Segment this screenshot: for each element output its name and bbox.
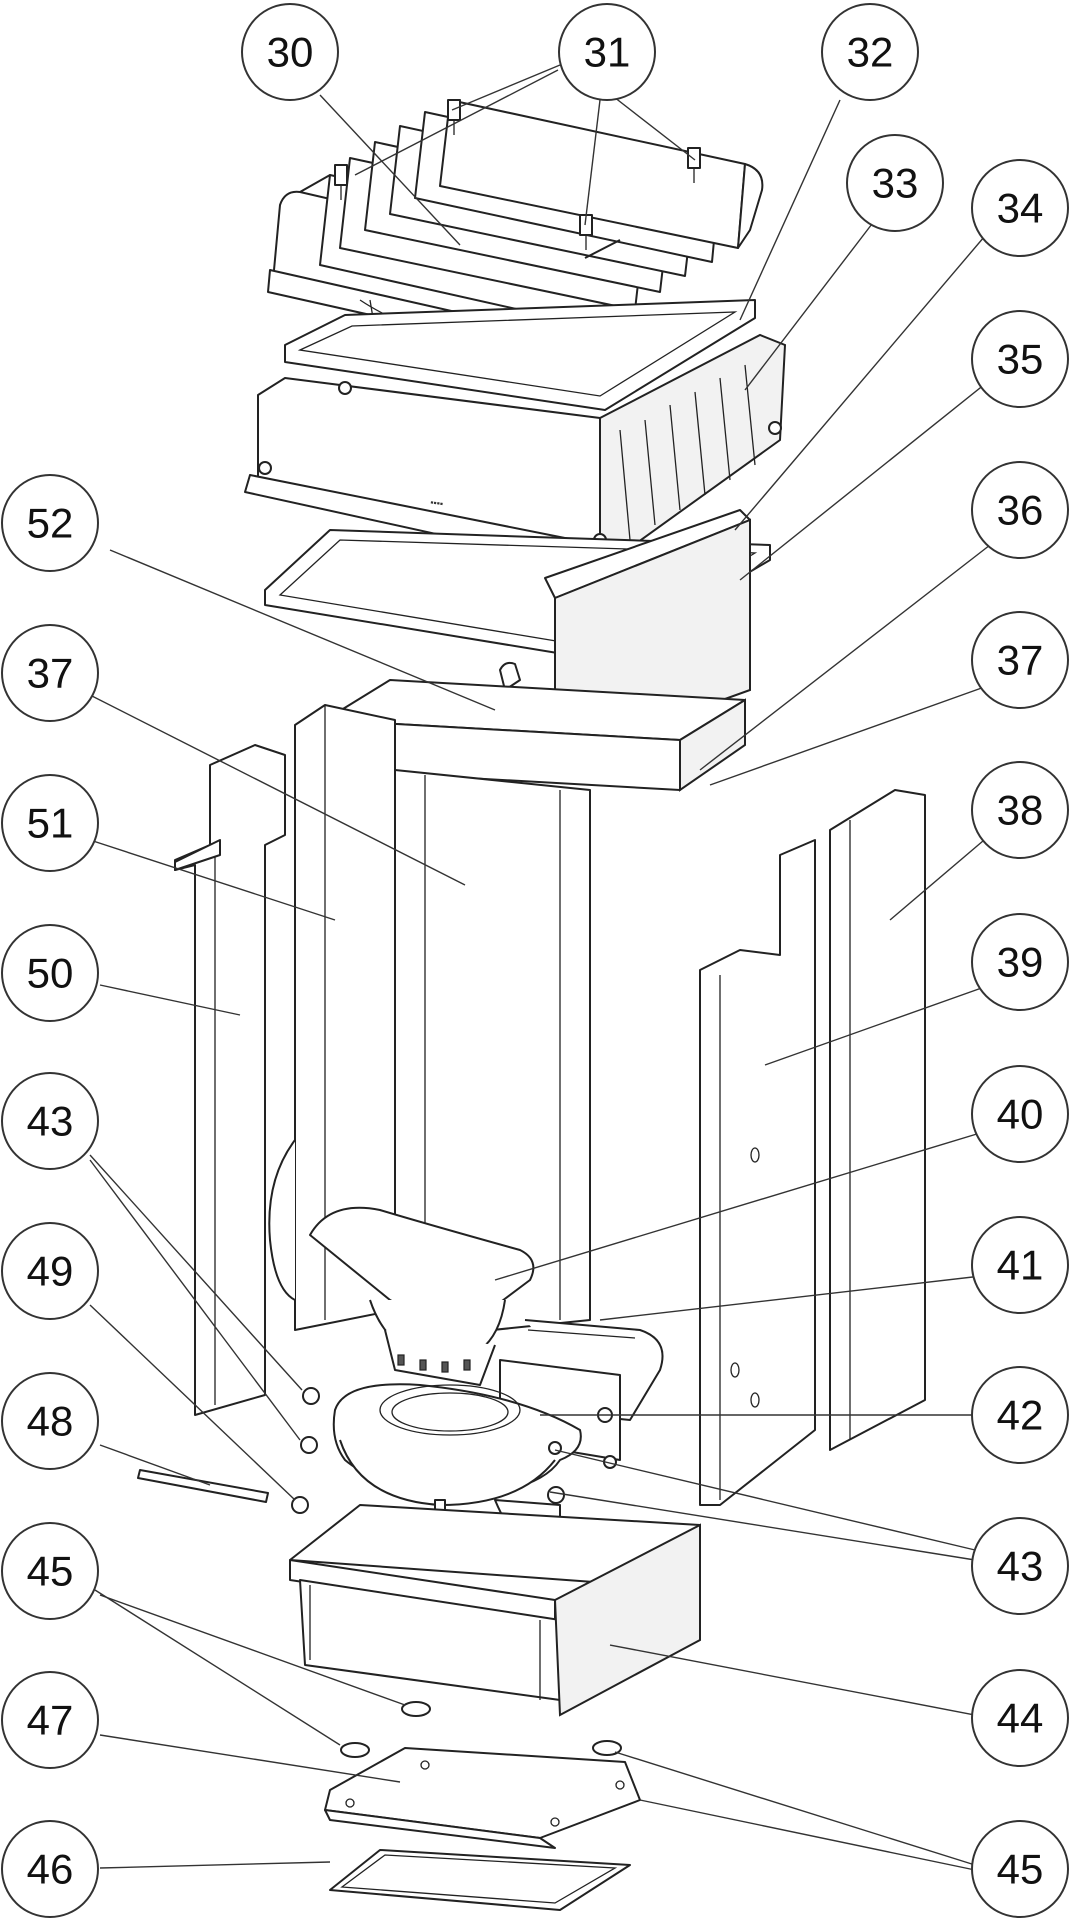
callout-44: 44 [971,1669,1069,1767]
svg-text:34: 34 [997,185,1044,232]
callout-47: 47 [1,1671,99,1769]
callout-31: 31 [558,3,656,101]
callout-38: 38 [971,761,1069,859]
svg-text:38: 38 [997,787,1044,834]
svg-text:52: 52 [27,500,74,547]
part-32-gasket-frame [284,299,756,411]
svg-text:47: 47 [27,1697,74,1744]
callout-46: 46 [1,1820,99,1918]
svg-text:42: 42 [997,1392,1044,1439]
part-47-base-plate [324,1747,641,1849]
part-41-heater-wire [524,1319,664,1421]
svg-text:33: 33 [872,160,919,207]
callout-50: 50 [1,924,99,1022]
callout-35: 35 [971,310,1069,408]
callout-48: 48 [1,1372,99,1470]
callout-45-right: 45 [971,1820,1069,1918]
svg-text:32: 32 [847,29,894,76]
callout-51: 51 [1,774,99,872]
callout-30: 30 [241,3,339,101]
callout-52: 52 [1,474,99,572]
svg-text:46: 46 [27,1846,74,1893]
callout-36: 36 [971,461,1069,559]
callout-37-left: 37 [1,624,99,722]
callout-43-left: 43 [1,1072,99,1170]
svg-text:43: 43 [997,1543,1044,1590]
svg-text:45: 45 [27,1548,74,1595]
svg-text:35: 35 [997,336,1044,383]
svg-text:31: 31 [584,29,631,76]
part-33-finned-housing: ▪▪▪▪ [244,333,787,571]
part-drawings: ▪▪▪▪ [137,99,926,1911]
svg-text:37: 37 [27,650,74,697]
svg-text:30: 30 [267,29,314,76]
part-46-filter-pad [329,1849,631,1911]
part-50-left-side-panel [174,744,286,1416]
svg-text:41: 41 [997,1242,1044,1289]
svg-text:45: 45 [997,1846,1044,1893]
part-39-right-back-panel [699,839,816,1506]
part-49-nut [291,1496,309,1514]
callout-43-right: 43 [971,1517,1069,1615]
svg-text:49: 49 [27,1248,74,1295]
callout-37-right: 37 [971,611,1069,709]
svg-text:48: 48 [27,1398,74,1445]
part-42-bowl-bracket [332,1359,621,1506]
callout-group: 30 31 32 33 34 35 52 36 37 37 51 38 50 3… [1,3,1069,1918]
callout-42: 42 [971,1366,1069,1464]
part-37-rear-insulation [394,769,591,1341]
leader-lines [89,64,991,1871]
part-43-nuts [300,1387,565,1504]
svg-text:40: 40 [997,1091,1044,1138]
part-48-rod [137,1469,269,1503]
svg-text:▪▪▪▪: ▪▪▪▪ [430,497,444,509]
svg-text:39: 39 [997,939,1044,986]
svg-text:44: 44 [997,1695,1044,1742]
svg-text:43: 43 [27,1098,74,1145]
svg-text:50: 50 [27,950,74,997]
part-44-drawer [289,1504,701,1717]
svg-text:36: 36 [997,487,1044,534]
svg-text:37: 37 [997,637,1044,684]
callout-39: 39 [971,913,1069,1011]
callout-33: 33 [846,134,944,232]
part-38-right-side-panel [829,789,926,1451]
callout-34: 34 [971,159,1069,257]
svg-text:51: 51 [27,800,74,847]
callout-41: 41 [971,1216,1069,1314]
callout-40: 40 [971,1065,1069,1163]
callout-49: 49 [1,1222,99,1320]
callout-32: 32 [821,3,919,101]
part-40-funnel [309,1206,535,1386]
callout-45-left: 45 [1,1522,99,1620]
